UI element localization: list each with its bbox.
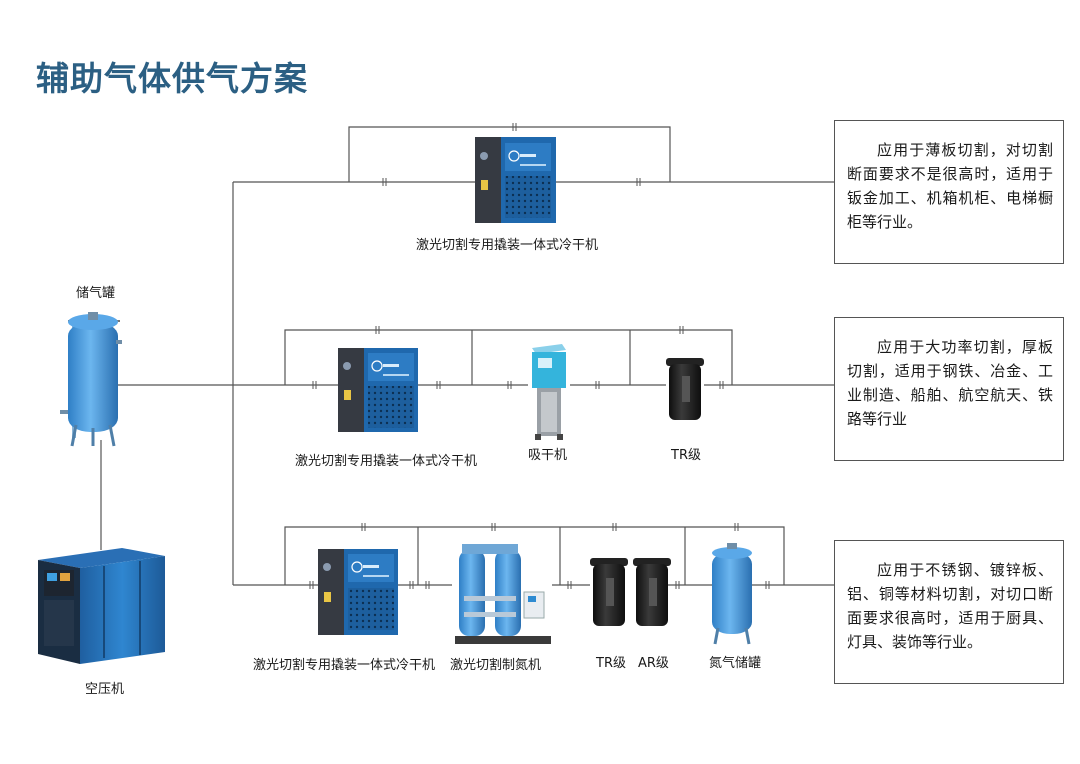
joint (361, 523, 366, 531)
joint (512, 123, 517, 131)
joint (765, 581, 770, 589)
joint (436, 381, 441, 389)
storage-tank-label: 储气罐 (76, 286, 116, 301)
joint (595, 381, 600, 389)
joint (312, 381, 317, 389)
pipes (100, 126, 834, 586)
dryer-bottom-label: 激光切割专用撬装一体式冷干机 (253, 658, 436, 673)
tr-filter-mid-label: TR级 (671, 448, 701, 463)
air-compressor-icon (38, 548, 165, 664)
nitrogen-generator-label: 激光切割制氮机 (450, 658, 542, 673)
joint (425, 581, 430, 589)
adsorption-dryer-icon (532, 344, 566, 440)
nitrogen-generator-icon (455, 544, 551, 644)
page-title: 辅助气体供气方案 (36, 59, 308, 98)
joint (409, 581, 414, 589)
joint (491, 523, 496, 531)
ar-filter-bottom-label: AR级 (638, 656, 669, 671)
joint (636, 178, 641, 186)
joint (375, 326, 380, 334)
tr-filter-bottom-label: TR级 (596, 656, 626, 671)
joint (567, 581, 572, 589)
joint (507, 381, 512, 389)
nitrogen-tank-label: 氮气储罐 (709, 656, 762, 671)
application-note-top: 应用于薄板切割，对切割断面要求不是很高时，适用于钣金加工、机箱机柜、电梯橱柜等行… (834, 120, 1064, 264)
joint (309, 581, 314, 589)
joint (719, 381, 724, 389)
refrigerated-dryer-mid-icon (338, 348, 418, 432)
tr-filter-bottom-icon (590, 558, 628, 626)
application-note-middle: 应用于大功率切割，厚板切割，适用于钢铁、冶金、工业制造、船舶、航空航天、铁路等行… (834, 317, 1064, 461)
pipe-joints (309, 123, 770, 589)
ar-filter-bottom-icon (633, 558, 671, 626)
adsorption-dryer-label: 吸干机 (528, 448, 568, 463)
joint (679, 326, 684, 334)
joint (612, 523, 617, 531)
air-compressor-label: 空压机 (85, 682, 125, 697)
joint (675, 581, 680, 589)
storage-tank-icon (60, 312, 122, 447)
refrigerated-dryer-bottom-icon (318, 549, 398, 635)
tr-filter-mid-icon (666, 358, 704, 420)
refrigerated-dryer-top-icon (475, 137, 556, 223)
application-note-bottom: 应用于不锈钢、镀锌板、铝、铜等材料切割，对切口断面要求很高时，适用于厨具、灯具、… (834, 540, 1064, 684)
dryer-mid-label: 激光切割专用撬装一体式冷干机 (295, 454, 478, 469)
joint (382, 178, 387, 186)
joint (734, 523, 739, 531)
dryer-top-label: 激光切割专用撬装一体式冷干机 (416, 238, 599, 253)
nitrogen-tank-icon (712, 543, 752, 645)
